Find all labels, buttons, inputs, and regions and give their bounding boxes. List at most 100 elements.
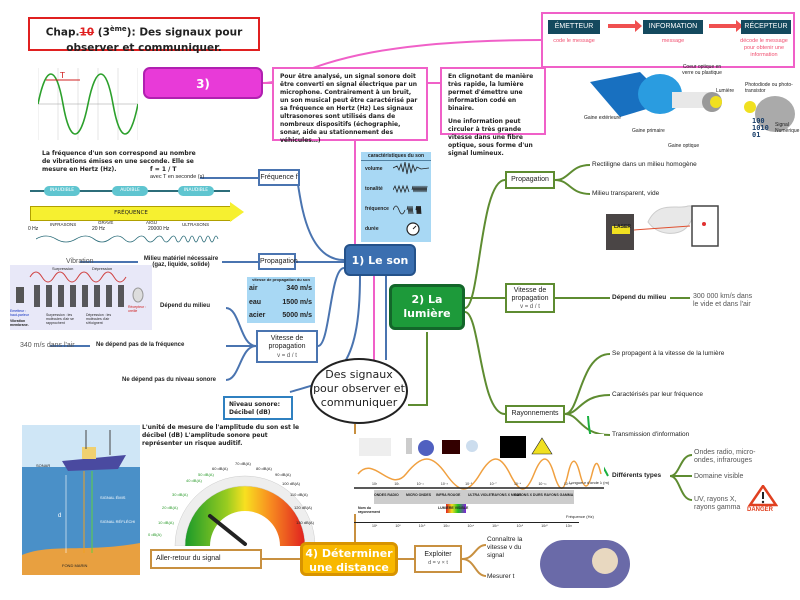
sonar-illustration: SONAR SIGNAL ÉMIS SIGNAL RÉFLÉCHI d FOND… (22, 425, 140, 575)
branch-frequence: Caractérisés par leur fréquence (612, 391, 704, 398)
emitter-sub: code le message (553, 38, 595, 44)
receiver-tag: RÉCEPTEUR (741, 20, 791, 34)
node-son[interactable]: 1) Le son (344, 244, 416, 276)
sound-wave-illustration: Surpression Dépression Emetteur : haut-p… (10, 265, 152, 330)
decibel-gauge (174, 475, 316, 546)
sound-speed-title: Vitesse de propagation (268, 335, 306, 350)
sound-propagation-box[interactable]: Propagation (258, 253, 298, 270)
rayonnements-box[interactable]: Rayonnements (505, 405, 565, 423)
wl-tick: 10⁻⁷ (489, 482, 497, 486)
types-label: Différents types (612, 472, 662, 479)
light-propagation-box[interactable]: Propagation (505, 171, 555, 189)
label-depression-desc: Dépression : les molécules d'air s'éloig… (86, 313, 112, 325)
node-communication[interactable]: 3) Communication (143, 67, 263, 121)
frequency-formula: f = 1 / T (150, 166, 177, 173)
sound-level-box[interactable]: Niveau sonore: Décibel (dB) (223, 396, 293, 420)
title-rest: ): Des signaux pour (126, 26, 243, 39)
central-topic[interactable]: Des signaux pour observer et communiquer (310, 358, 408, 424)
sound-speed-box[interactable]: Vitesse de propagation v = d / t (256, 330, 318, 363)
branch-transmission: Transmission d'information (612, 431, 690, 438)
label-membrane: Vibration membrane. (10, 319, 29, 327)
band-x-durs: RAYONS X DURS (514, 493, 543, 497)
speed-value-acier: 5000 m/s (282, 312, 312, 319)
light-speed-value: 300 000 km/s dans le vide et dans l'air (693, 293, 753, 308)
branch-know-speed: Connaître la vitesse v du signal (487, 536, 523, 559)
frequency-arrow: FRÉQUENCE (30, 202, 245, 222)
arrow-icon (709, 20, 743, 32)
exploit-box[interactable]: Exploiter d = v × t (414, 545, 462, 573)
frequency-box[interactable]: Fréquence f (258, 169, 300, 186)
char-volume: volume (365, 166, 383, 172)
branch-not-frequency: Ne dépend pas de la fréquence (96, 342, 185, 348)
echo-illustration (540, 540, 630, 588)
fiber-label-optical: Gaine optique (668, 143, 700, 149)
node-lumiere[interactable]: 2) La lumière (389, 284, 465, 330)
fiber-label-light: Lumière (716, 88, 735, 94)
wl-tick: 10⁻¹³ (563, 482, 572, 486)
freq-tick: 10¹⁸ (516, 524, 524, 528)
tick-20hz: 20 Hz (92, 226, 106, 232)
aller-retour-box[interactable]: Aller-retour du signal (150, 549, 262, 569)
sound-characteristics-panel: caractéristiques du son volume tonalité … (361, 152, 431, 242)
band-audible: AUDIBLE (112, 186, 148, 196)
binary-line: 1010 (752, 124, 769, 132)
freq-tick: 10²² (565, 524, 572, 528)
spectrum-name-label: Nom du rayonnement (358, 506, 380, 514)
band-gamma: RAYONS GAMMA (544, 493, 574, 497)
branch-light-depend-milieu: Dépend du milieu (612, 294, 667, 301)
type-uv: UV, rayons X, rayons gamma (694, 496, 741, 511)
branch-depend-milieu: Dépend du milieu (160, 303, 211, 309)
zone-grave: GRAVE (98, 220, 114, 225)
tick-20000hz: 20000 Hz (148, 226, 170, 232)
speed-medium-acier: acier (249, 312, 266, 319)
period-sine-graph: T (38, 68, 138, 140)
gauge-40db: 40 dB(A) (186, 478, 202, 483)
communication-chain: ÉMETTEUR INFORMATION RÉCEPTEUR code le m… (541, 12, 795, 68)
sound-signal-note: Pour être analysé, un signal sonore doit… (272, 67, 428, 144)
wl-tick: 10⁻⁵ (465, 482, 473, 486)
gauge-10db: 10 dB(A) (158, 520, 174, 525)
light-note-2: Une information peut circuler à très gra… (448, 118, 533, 157)
speed-value-eau: 1500 m/s (282, 299, 312, 306)
freq-tick: 10¹⁶ (492, 524, 499, 528)
binary-line: 01 (752, 131, 761, 139)
gauge-80db: 80 dB(A) (256, 466, 272, 471)
frequency-arrow-label: FRÉQUENCE (30, 206, 232, 221)
speed-panel-title: vitesse de propagation du son (252, 277, 310, 282)
visible-light-label: LUMIÈRE VISIBLE (438, 506, 469, 510)
wl-tick: 10⁻¹¹ (538, 482, 547, 486)
binary-signal: 100 1010 01 (752, 118, 769, 139)
sonar-label: SONAR (36, 463, 51, 468)
label-receiver: Récepteur : oreille (128, 305, 147, 313)
frequency-axis-label: Fréquence (Hz) (566, 514, 594, 519)
char-frequence: fréquence (365, 206, 389, 212)
speed-medium-air: air (249, 285, 258, 292)
band-x-mous: RAYONS X MOUS (492, 493, 522, 497)
laser-label: LASER (614, 224, 631, 230)
label-surpression: Surpression (52, 266, 74, 271)
spectrum-graphic (354, 436, 604, 513)
node-distance[interactable]: 4) Déterminer une distance (300, 542, 398, 576)
speed-medium-eau: eau (249, 299, 262, 306)
audibility-bands: INAUDIBLE AUDIBLE INAUDIBLE (30, 186, 230, 196)
speed-value-air: 340 m/s (286, 285, 312, 292)
emitter-tag: ÉMETTEUR (548, 20, 600, 34)
band-micro: MICRO ONDES (406, 493, 432, 497)
light-speed-box[interactable]: Vitesse de propagation v = d / t (505, 283, 555, 313)
laser-illustration (606, 205, 719, 250)
gauge-110db: 110 dB(A) (290, 492, 308, 497)
type-visible: Domaine visible (694, 473, 744, 480)
characteristics-waves (393, 162, 429, 236)
signal-emitted-label: SIGNAL ÉMIS (100, 495, 126, 500)
char-tonalite: tonalité (365, 186, 383, 192)
branch-vibration: Vibration (66, 258, 94, 265)
branch-rectiligne: Rectiligne dans un milieu homogène (592, 161, 697, 168)
signal-reflected-label: SIGNAL RÉFLÉCHI (100, 519, 136, 524)
branch-milieu-materiel: Milieu matériel nécessaire (gaz, liquide… (143, 256, 219, 268)
char-duree: durée (365, 226, 379, 232)
danger-label: DANGER (747, 507, 774, 513)
zone-ultrasons: ULTRASONS (182, 222, 210, 227)
title-chap: Chap. (45, 26, 80, 39)
